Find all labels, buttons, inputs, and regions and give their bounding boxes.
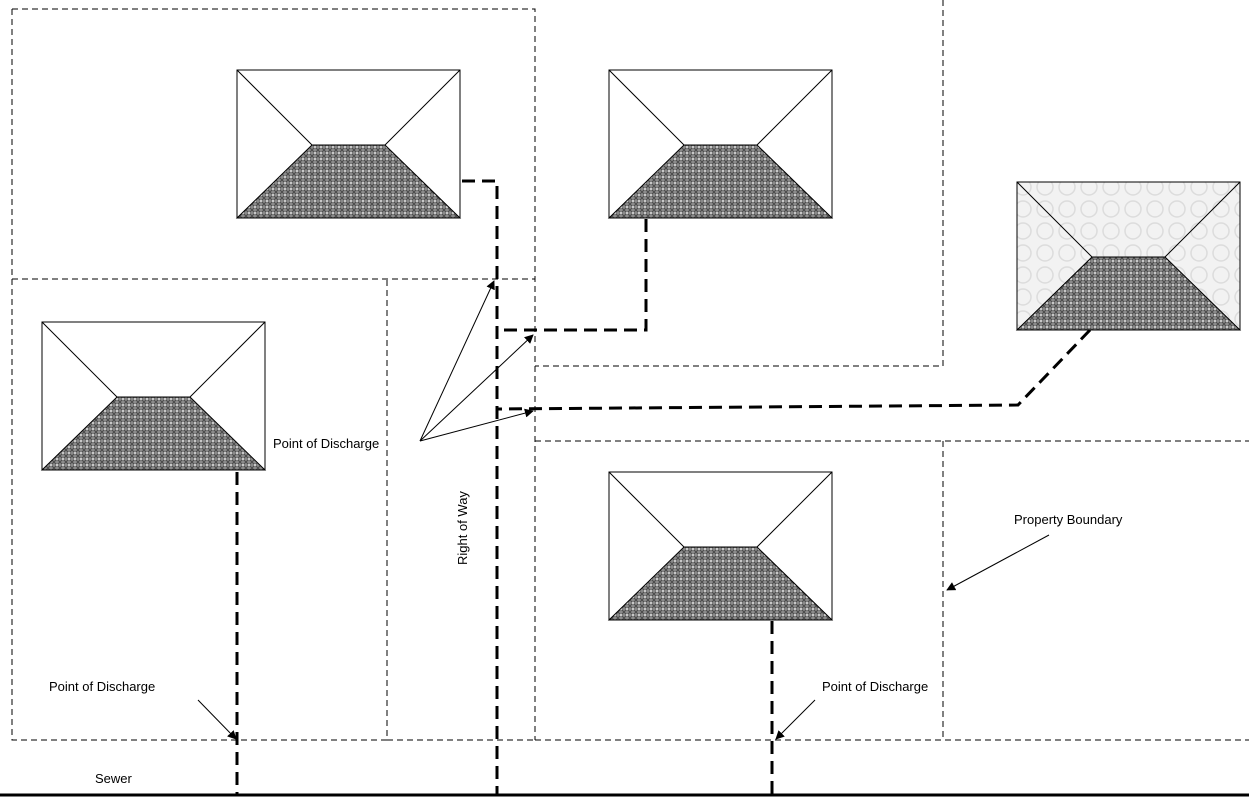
arrow-discharge-3 xyxy=(419,408,534,442)
arrow-discharge-left xyxy=(197,699,237,740)
drain-pipe-main xyxy=(462,179,499,795)
arrow-discharge-1 xyxy=(419,280,495,442)
label-property-boundary: Property Boundary xyxy=(1014,512,1123,527)
label-point-of-discharge-left: Point of Discharge xyxy=(49,679,155,694)
drain-pipe-top-middle xyxy=(497,219,648,332)
drain-pipes xyxy=(235,179,1092,795)
label-point-of-discharge-top: Point of Discharge xyxy=(273,436,379,451)
house-right xyxy=(1015,181,1242,331)
property-boundary-top-left xyxy=(12,8,536,740)
house-left xyxy=(40,321,267,471)
arrow-discharge-2 xyxy=(419,334,534,442)
label-right-of-way: Right of Way xyxy=(455,491,470,565)
property-boundaries xyxy=(11,0,1249,741)
house-bottom-middle xyxy=(607,471,834,621)
property-boundary-top-right xyxy=(535,0,944,367)
arrow-discharge-right xyxy=(775,699,816,740)
house-top-left xyxy=(235,69,462,219)
arrow-property-boundary xyxy=(946,534,1050,591)
label-sewer: Sewer xyxy=(95,771,133,786)
drain-pipe-right xyxy=(496,328,1092,411)
house-top-middle xyxy=(607,69,834,219)
pointer-arrows xyxy=(197,280,1050,740)
label-point-of-discharge-right: Point of Discharge xyxy=(822,679,928,694)
property-boundary-left-lot xyxy=(11,279,388,741)
